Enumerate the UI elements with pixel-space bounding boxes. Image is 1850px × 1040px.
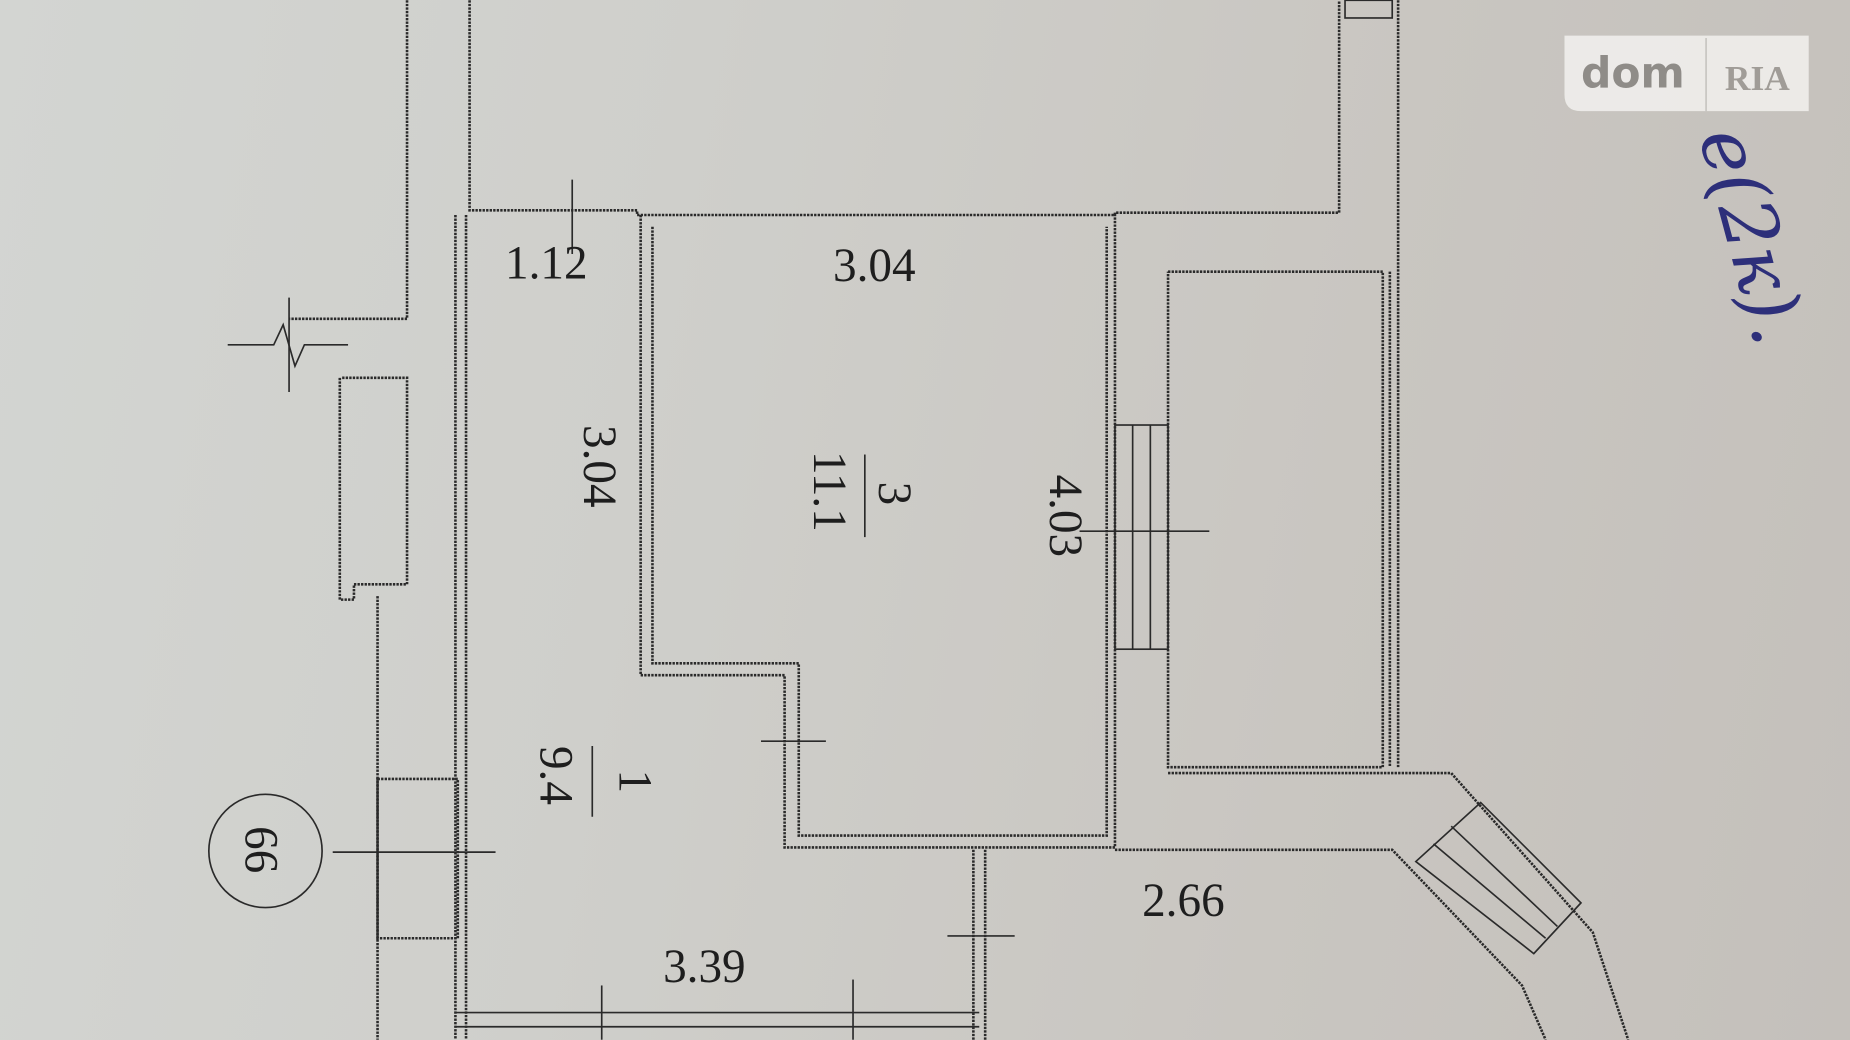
dim-corridor-top: 1.12 xyxy=(505,238,588,290)
dim-bottom-right: 2.66 xyxy=(1142,875,1225,927)
room1-area: 9.4 xyxy=(529,746,581,805)
domria-watermark: dom RIA xyxy=(1564,35,1809,112)
room3-area: 11.1 xyxy=(803,451,855,532)
watermark-dom: dom xyxy=(1581,50,1685,99)
dim-room3-left: 3.04 xyxy=(573,425,625,508)
axis-marker-circle xyxy=(208,793,323,909)
dim-room3-top: 3.04 xyxy=(833,240,916,292)
walls xyxy=(227,0,1630,1040)
room1-number: 1 xyxy=(608,770,660,794)
handwritten-note: е(2к). xyxy=(1682,118,1824,354)
dim-bottom-left: 3.39 xyxy=(663,941,746,993)
dim-room3-right: 4.03 xyxy=(1039,475,1091,558)
axis-marker-label: 66 xyxy=(234,826,286,873)
room3-number: 3 xyxy=(868,482,920,506)
watermark-ria: RIA xyxy=(1725,58,1790,98)
